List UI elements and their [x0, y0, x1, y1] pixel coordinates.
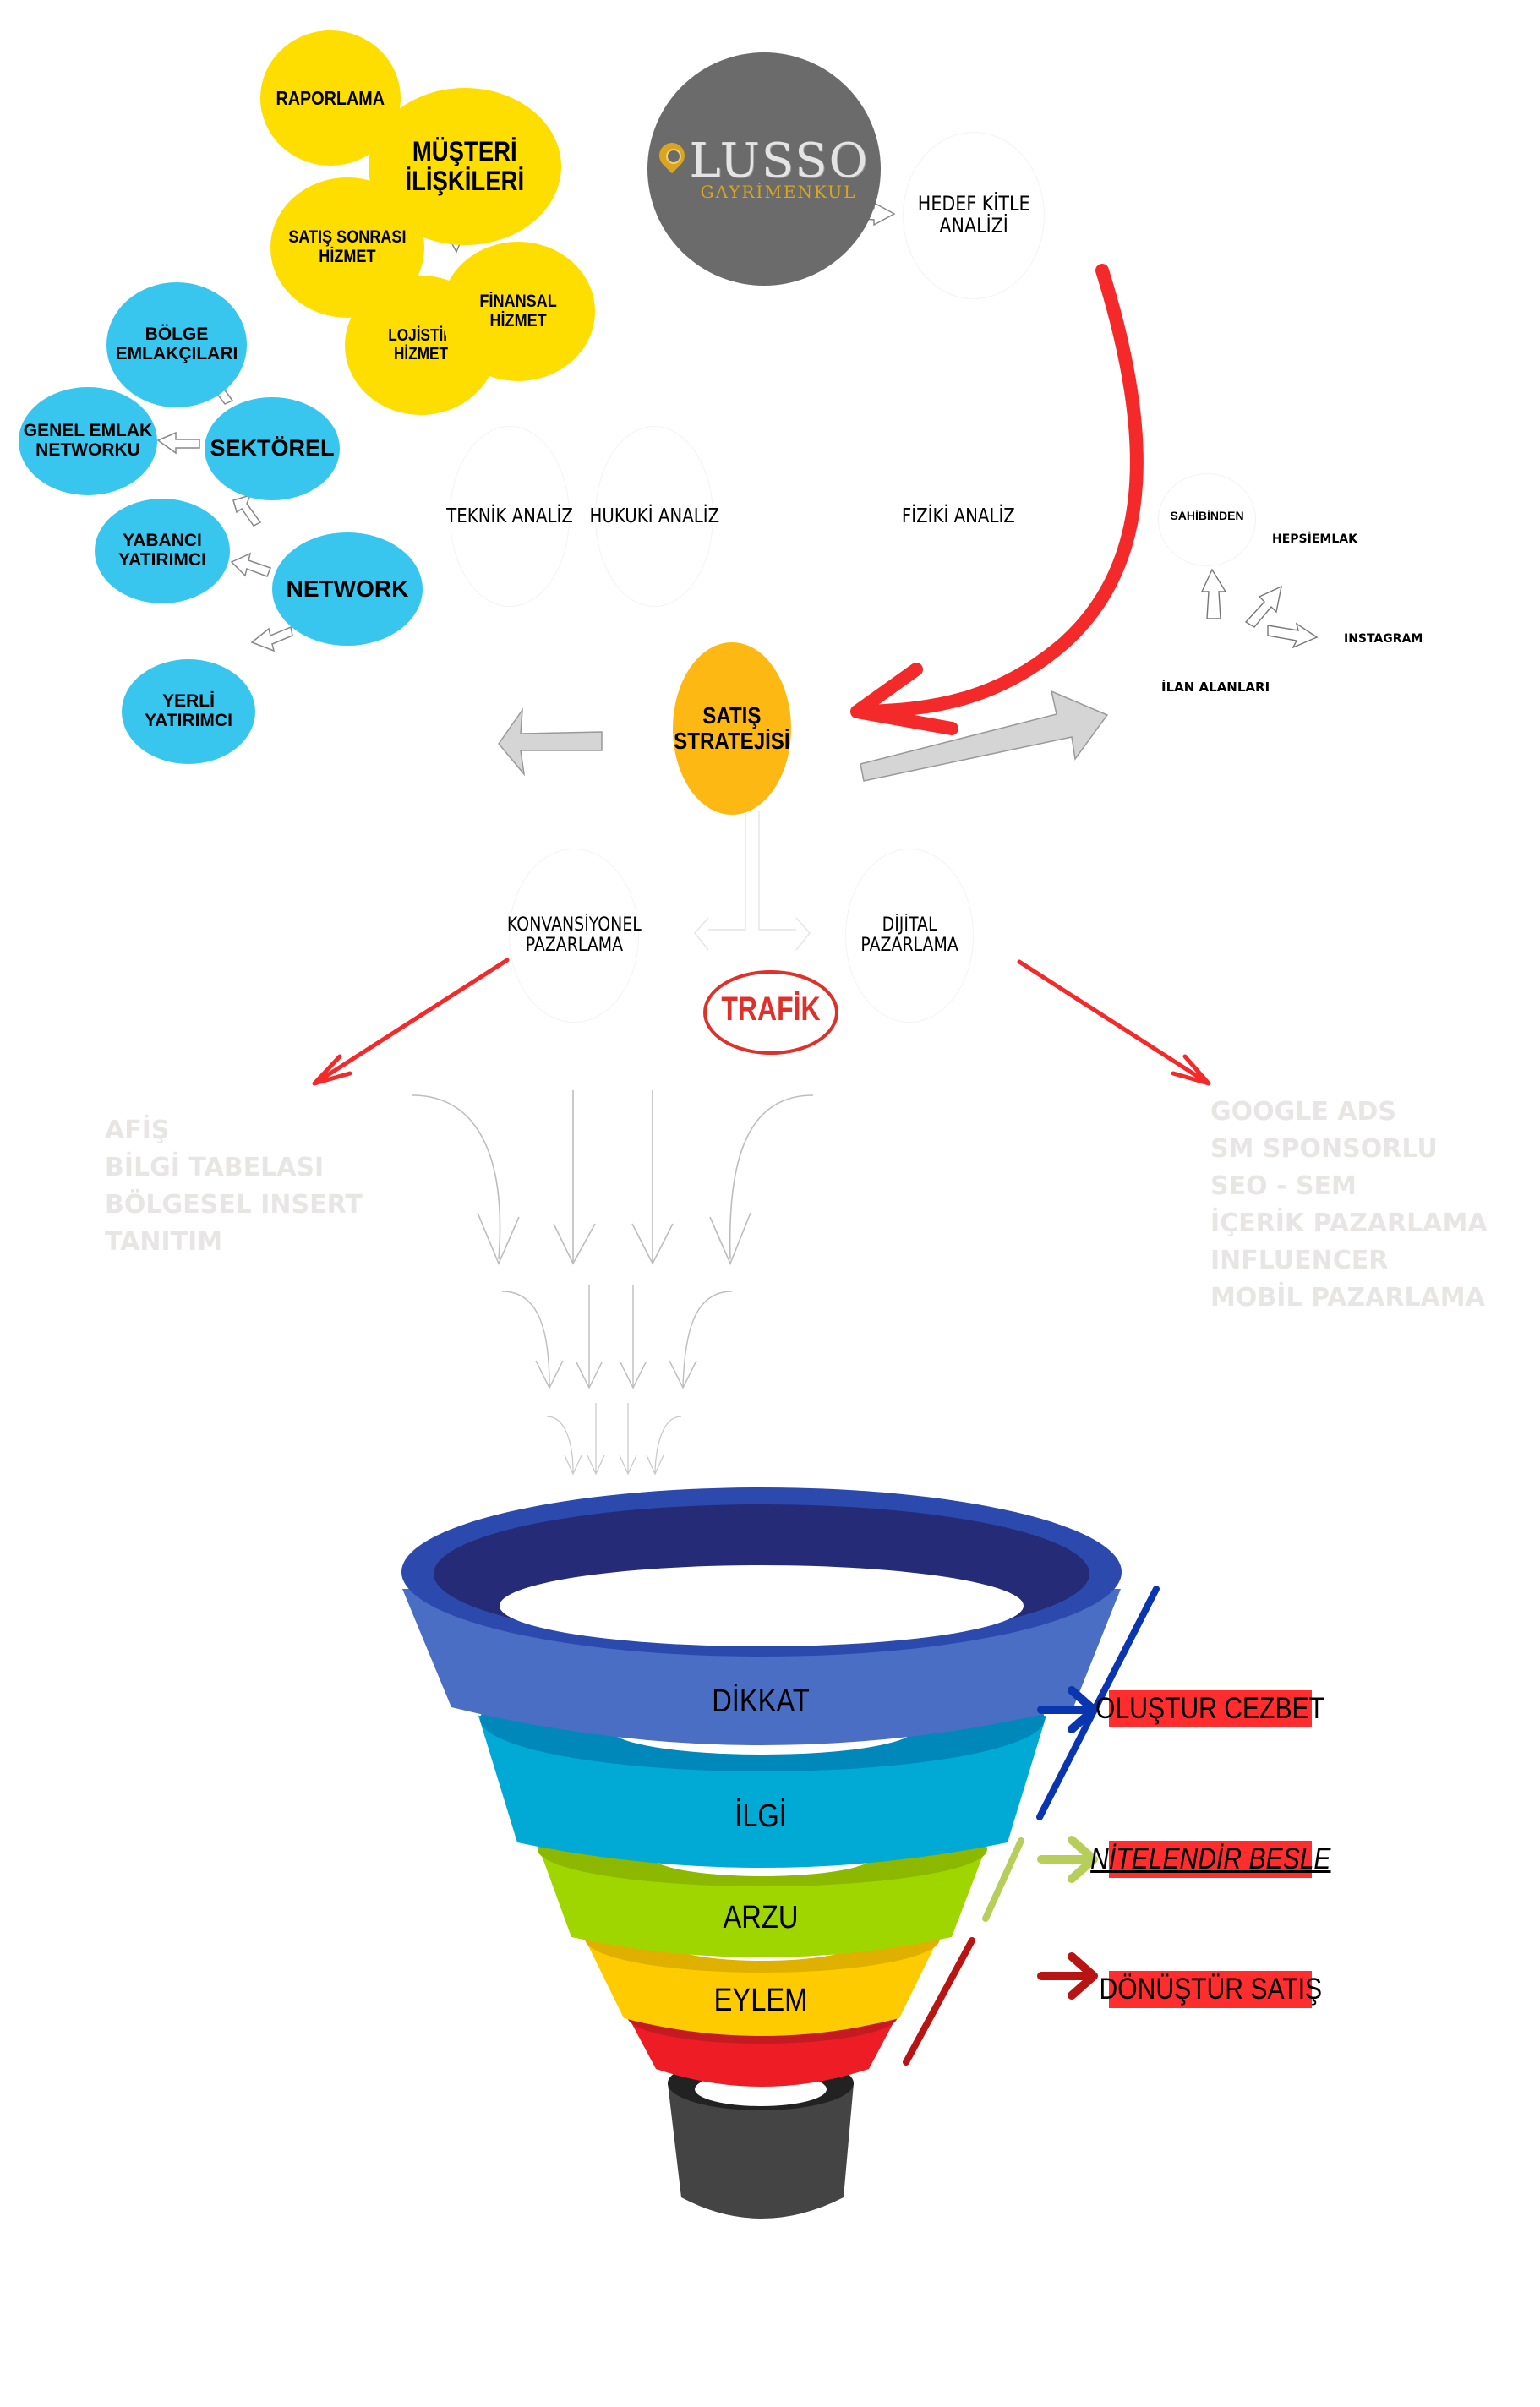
location-pin-icon — [653, 137, 690, 180]
arrow-strategy-to-listings — [860, 690, 1109, 782]
funnel-stage-label-desire: ARZU — [723, 1900, 799, 1935]
funnel-inflow-arrows — [412, 1090, 814, 1266]
conventional-channel: TANITIM — [105, 1227, 223, 1257]
brand-logo-circle: LUSSO GAYRİMENKUL — [647, 52, 881, 286]
node-digital-marketing: DİJİTAL PAZARLAMA — [845, 849, 974, 1023]
digital-channel: SM SPONSORLU — [1210, 1134, 1438, 1164]
node-local-investor-label: YERLİ YATIRIMCI — [145, 691, 232, 730]
node-regional-agents: BÖLGE EMLAKÇILARI — [106, 282, 247, 407]
node-logistics-label: LOJİSTİK HİZMET — [388, 325, 454, 363]
node-sectoral: SEKTÖREL — [205, 397, 340, 500]
node-foreign-investor: YABANCI YATIRIMCI — [95, 499, 230, 603]
node-customer-relations-label: MÜŞTERİ İLİŞKİLERİ — [405, 136, 525, 196]
arrow-strategy-to-network — [498, 707, 603, 777]
conventional-channel: AFİŞ — [105, 1116, 170, 1145]
arrow-to-general-network — [156, 431, 200, 455]
node-conventional-marketing-label: KONVANSİYONEL PAZARLAMA — [506, 914, 642, 956]
outcome-arrow-2 — [1037, 1836, 1098, 1883]
conventional-channel-list: AFİŞ BİLGİ TABELASI BÖLGESEL INSERT TANI… — [105, 1112, 363, 1261]
arrow-to-foreign-investor — [230, 552, 271, 577]
node-finance: FİNANSAL HİZMET — [441, 242, 595, 381]
node-conventional-marketing: KONVANSİYONEL PAZARLAMA — [506, 849, 642, 1023]
arrow-to-local-investor — [250, 625, 293, 652]
traffic-label: TRAFİK — [721, 991, 821, 1028]
arrow-to-sahibinden — [1200, 568, 1227, 619]
outcome-tag-convert-label: DÖNÜŞTÜR SATIŞ — [1099, 1973, 1322, 2006]
node-digital-marketing-label: DİJİTAL PAZARLAMA — [860, 914, 958, 956]
outcome-arrows — [1037, 1686, 1098, 2000]
node-regional-agents-label: BÖLGE EMLAKÇILARI — [115, 325, 238, 363]
node-target-analysis: HEDEF KİTLE ANALİZİ — [903, 132, 1045, 299]
node-foreign-investor-label: YABANCI YATIRIMCI — [118, 531, 206, 570]
node-general-network: GENEL EMLAK NETWORKU — [19, 387, 157, 495]
red-curve-arrow — [850, 264, 1144, 735]
conventional-channel: BÖLGESEL INSERT — [105, 1190, 363, 1220]
digital-channel: MOBİL PAZARLAMA — [1210, 1283, 1485, 1313]
node-physical-analysis-label: FİZİKİ ANALİZ — [902, 505, 1015, 527]
node-target-analysis-label: HEDEF KİTLE ANALİZİ — [917, 192, 1030, 237]
node-network-label: NETWORK — [286, 575, 409, 602]
outcome-arrow-1 — [1037, 1686, 1098, 1733]
digital-channel: İÇERİK PAZARLAMA — [1210, 1209, 1488, 1238]
node-after-sales-label: SATIŞ SONRASI HİZMET — [288, 227, 407, 266]
listing-sites-title: İLAN ALANLARI — [1161, 680, 1270, 695]
node-sectoral-label: SEKTÖREL — [210, 435, 335, 461]
node-sahibinden: SAHİBİNDEN — [1158, 473, 1256, 566]
arrow-to-conventional-list — [312, 958, 510, 1086]
node-sales-strategy: SATIŞ STRATEJİSİ — [673, 642, 791, 815]
strategy-arrows — [498, 690, 1109, 782]
outcome-tag-attract-label: OLUŞTUR CEZBET — [1095, 1692, 1325, 1725]
strategy-branch-connector — [694, 811, 811, 951]
node-finance-label: FİNANSAL HİZMET — [479, 291, 557, 330]
node-technical-analysis: TEKNİK ANALİZ — [446, 426, 573, 607]
funnel-stage-6 — [668, 2083, 854, 2219]
outcome-arrow-3 — [1037, 1952, 1098, 2000]
node-legal-analysis-label: HUKUKİ ANALİZ — [589, 505, 719, 527]
digital-channel-list: GOOGLE ADS SM SPONSORLU SEO - SEM İÇERİK… — [1210, 1094, 1488, 1317]
digital-channel: GOOGLE ADS — [1210, 1097, 1397, 1127]
brand-subtitle: GAYRİMENKUL — [700, 182, 857, 203]
arrow-to-digital-list — [1017, 959, 1211, 1086]
funnel-inflow-arrows — [501, 1285, 733, 1389]
node-technical-analysis-label: TEKNİK ANALİZ — [446, 505, 573, 527]
node-sales-strategy-label: SATIŞ STRATEJİSİ — [674, 701, 790, 754]
node-reporting-label: RAPORLAMA — [276, 86, 385, 109]
node-general-network-label: GENEL EMLAK NETWORKU — [23, 421, 153, 460]
funnel-inflow-arrows — [546, 1403, 682, 1476]
listing-arrows — [1200, 568, 1319, 649]
outcome-tag-nurture: NİTELENDİR BESLE — [1090, 1841, 1330, 1878]
outcome-tag-nurture-label: NİTELENDİR BESLE — [1089, 1842, 1331, 1875]
digital-channel: INFLUENCER — [1210, 1246, 1389, 1275]
arrow-to-hepsiemlak — [1244, 585, 1282, 628]
node-legal-analysis: HUKUKİ ANALİZ — [589, 426, 719, 607]
sales-funnel — [401, 1487, 1122, 2219]
arrow-to-instagram — [1267, 622, 1319, 649]
stage-bracket-lines — [903, 1586, 1160, 2066]
listing-hepsiemlak: HEPSİEMLAK — [1272, 532, 1357, 546]
arrow-to-sectoral — [232, 494, 262, 527]
marketing-red-arrows — [312, 958, 1211, 1086]
funnel-stage-label-attention: DİKKAT — [712, 1684, 810, 1719]
traffic-ring — [703, 970, 838, 1055]
node-physical-analysis: FİZİKİ ANALİZ — [899, 428, 1018, 605]
conventional-channel: BİLGİ TABELASI — [105, 1153, 325, 1182]
node-local-investor: YERLİ YATIRIMCI — [122, 659, 255, 764]
funnel-stage-label-interest: İLGİ — [735, 1798, 787, 1834]
node-network: NETWORK — [272, 532, 423, 646]
digital-channel: SEO - SEM — [1210, 1171, 1357, 1201]
outcome-tag-attract: OLUŞTUR CEZBET — [1096, 1690, 1324, 1727]
funnel-stage-label-action: EYLEM — [713, 1983, 808, 2018]
listing-instagram: INSTAGRAM — [1344, 632, 1423, 646]
listing-sahibinden: SAHİBİNDEN — [1170, 509, 1244, 522]
brand-name: LUSSO — [689, 133, 870, 188]
outcome-tag-convert: DÖNÜŞTÜR SATIŞ — [1099, 1971, 1322, 2008]
